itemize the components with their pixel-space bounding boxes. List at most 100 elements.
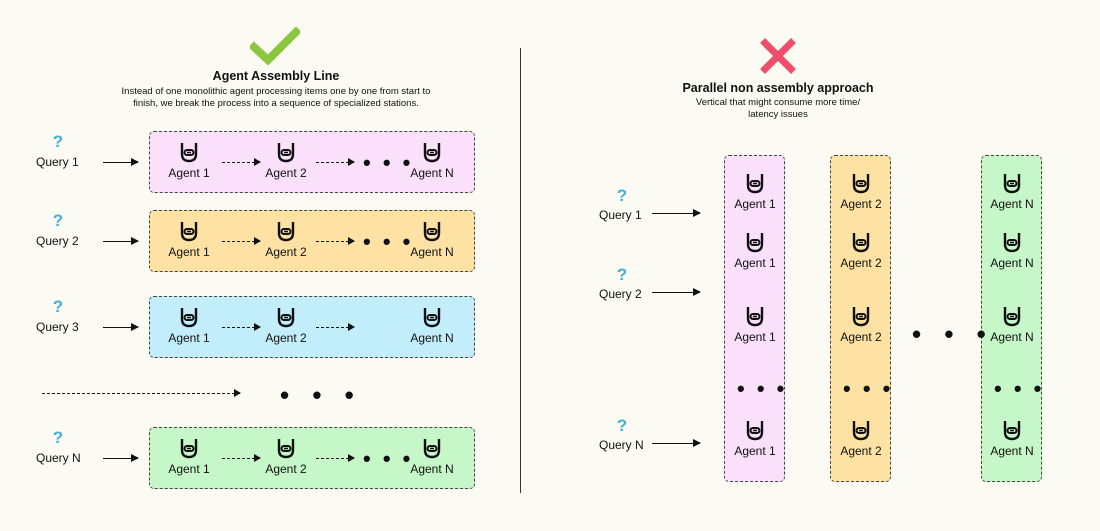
agent-station: Agent 2 (251, 141, 321, 181)
robot-agent-icon (180, 143, 198, 163)
robot-agent-icon (277, 439, 295, 459)
query-label: Query 3 (36, 320, 79, 334)
query-label: Query 1 (599, 208, 642, 222)
agent-station: Agent N (397, 437, 467, 477)
agent-label: Agent 1 (734, 256, 776, 270)
agent-station: Agent N (397, 220, 467, 260)
agent-label: Agent N (990, 330, 1034, 344)
robot-agent-icon (180, 439, 198, 459)
robot-agent-icon (1003, 421, 1021, 441)
agent-station: Agent 2 (826, 231, 896, 271)
ellipsis-dots: • • • (912, 319, 994, 349)
robot-agent-icon (277, 143, 295, 163)
agent-station: Agent 1 (154, 306, 224, 346)
agent-station: Agent N (977, 419, 1047, 459)
agent-station: Agent 2 (826, 305, 896, 345)
robot-agent-icon (746, 421, 764, 441)
agent-station: Agent 1 (154, 220, 224, 260)
robot-agent-icon (746, 174, 764, 194)
agent-station: Agent 1 (154, 141, 224, 181)
check-icon (250, 27, 300, 66)
robot-agent-icon (1003, 233, 1021, 253)
station-flow-arrow (222, 454, 261, 462)
left-subtitle-line2: finish, we break the process into a sequ… (133, 98, 419, 109)
agent-station: Agent 2 (251, 220, 321, 260)
agent-label: Agent N (410, 462, 454, 476)
ellipsis-dots: • • • (363, 446, 414, 471)
assembly-line-row (149, 296, 475, 358)
agent-station: Agent 1 (154, 437, 224, 477)
agent-station: Agent N (397, 141, 467, 181)
agent-station: Agent 1 (720, 231, 790, 271)
right-subtitle-line2: latency issues (748, 109, 808, 120)
agent-label: Agent N (410, 331, 454, 345)
agent-label: Agent 2 (840, 256, 882, 270)
agent-label: Agent N (410, 166, 454, 180)
agent-label: Agent 1 (168, 462, 210, 476)
agent-station: Agent 2 (251, 437, 321, 477)
robot-agent-icon (423, 439, 441, 459)
robot-agent-icon (423, 222, 441, 242)
query-arrow (103, 453, 139, 462)
agent-label: Agent 2 (265, 166, 307, 180)
query-label: Query 2 (599, 287, 642, 301)
question-mark-icon: ? (616, 186, 628, 205)
agent-label: Agent 1 (734, 197, 776, 211)
robot-agent-icon (852, 174, 870, 194)
agent-label: Agent 2 (265, 462, 307, 476)
robot-agent-icon (277, 222, 295, 242)
robot-agent-icon (180, 222, 198, 242)
robot-agent-icon (277, 308, 295, 328)
center-divider (520, 48, 522, 493)
station-flow-arrow (222, 158, 261, 166)
agent-station: Agent 2 (826, 419, 896, 459)
station-flow-arrow (222, 323, 261, 331)
robot-agent-icon (423, 308, 441, 328)
agent-station: Agent 2 (826, 172, 896, 212)
assembly-line-row (149, 210, 475, 272)
robot-agent-icon (423, 143, 441, 163)
robot-agent-icon (852, 233, 870, 253)
ellipsis-dots: • • • (363, 229, 414, 254)
agent-label: Agent 1 (168, 331, 210, 345)
agent-station: Agent 2 (251, 306, 321, 346)
robot-agent-icon (746, 233, 764, 253)
question-mark-icon: ? (52, 297, 64, 316)
right-subtitle: Vertical that might consume more time/ l… (648, 97, 908, 121)
ellipsis-dots: • • • (843, 376, 894, 401)
ellipsis-dots: • • • (994, 376, 1045, 401)
query-arrow (103, 236, 139, 245)
agent-label: Agent 1 (168, 245, 210, 259)
robot-agent-icon (746, 307, 764, 327)
agent-station: Agent N (977, 231, 1047, 271)
agent-station: Agent N (397, 306, 467, 346)
ellipsis-dots: • • • (363, 150, 414, 175)
agent-label: Agent N (410, 245, 454, 259)
query-label: Query N (36, 451, 81, 465)
agent-label: Agent 2 (840, 197, 882, 211)
agent-label: Agent N (990, 444, 1034, 458)
agent-station: Agent 1 (720, 419, 790, 459)
assembly-line-row (149, 131, 475, 193)
query-label: Query 1 (36, 155, 79, 169)
right-title: Parallel non assembly approach (682, 81, 874, 95)
agent-label: Agent 1 (168, 166, 210, 180)
station-flow-arrow (222, 237, 261, 245)
query-arrow (652, 438, 701, 447)
robot-agent-icon (1003, 174, 1021, 194)
robot-agent-icon (1003, 307, 1021, 327)
left-subtitle-line1: Instead of one monolithic agent processi… (121, 86, 431, 97)
robot-agent-icon (180, 308, 198, 328)
agent-station: Agent N (977, 305, 1047, 345)
agent-station: Agent N (977, 172, 1047, 212)
station-flow-arrow (316, 323, 355, 331)
left-title: Agent Assembly Line (212, 69, 340, 83)
ellipsis-dots: • • • (737, 376, 788, 401)
assembly-line-row (149, 427, 475, 489)
station-flow-arrow (316, 237, 355, 245)
agent-label: Agent 2 (265, 245, 307, 259)
robot-agent-icon (852, 421, 870, 441)
query-label: Query N (599, 438, 644, 452)
agent-label: Agent 2 (840, 330, 882, 344)
station-flow-arrow (316, 158, 355, 166)
